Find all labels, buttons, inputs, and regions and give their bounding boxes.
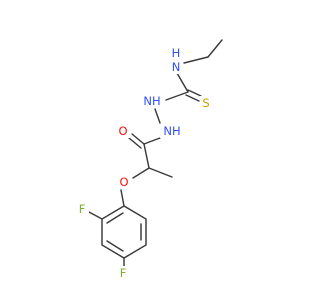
ring-inner-3 [106,212,124,224]
benzene-ring [101,205,147,259]
structure-diagram: N H S NH NH O O F F [76,39,223,280]
atom-nh-1: NH [143,94,160,108]
atom-label-layer: N H S NH NH O O F F [76,46,212,280]
atom-n-ethyl: N [172,60,181,74]
bond-ch3-ch2 [207,39,223,58]
atom-f-para: F [120,266,127,280]
atom-f-ortho: F [79,202,86,216]
bond-co-2 [128,137,142,149]
bond-c-s-2 [185,94,200,102]
molecule-canvas: N H S NH NH O O F F [76,39,223,280]
bond-o-ring [120,189,125,207]
atom-n-ethyl-h: H [172,46,181,60]
bond-nh2-co [143,137,161,145]
bond-nh1-nh2 [154,108,161,124]
bond-ch-o [132,167,150,179]
bond-ch2-n [183,56,209,64]
bond-n-c-thio [176,72,189,93]
bond-co-1 [131,133,145,145]
atom-s-thione: S [202,96,209,110]
ring-inner-2 [106,240,124,252]
bond-co-ch [143,143,150,169]
bond-c-f-ortho [88,211,103,220]
bond-c-s-1 [187,89,202,97]
atom-nh-2: NH [163,124,180,138]
atom-o-ether: O [119,175,128,189]
bond-layer [88,39,223,271]
bond-ch-ch3 [148,167,173,178]
atom-o-carbonyl: O [118,124,127,138]
bond-c-nh1 [165,91,189,101]
